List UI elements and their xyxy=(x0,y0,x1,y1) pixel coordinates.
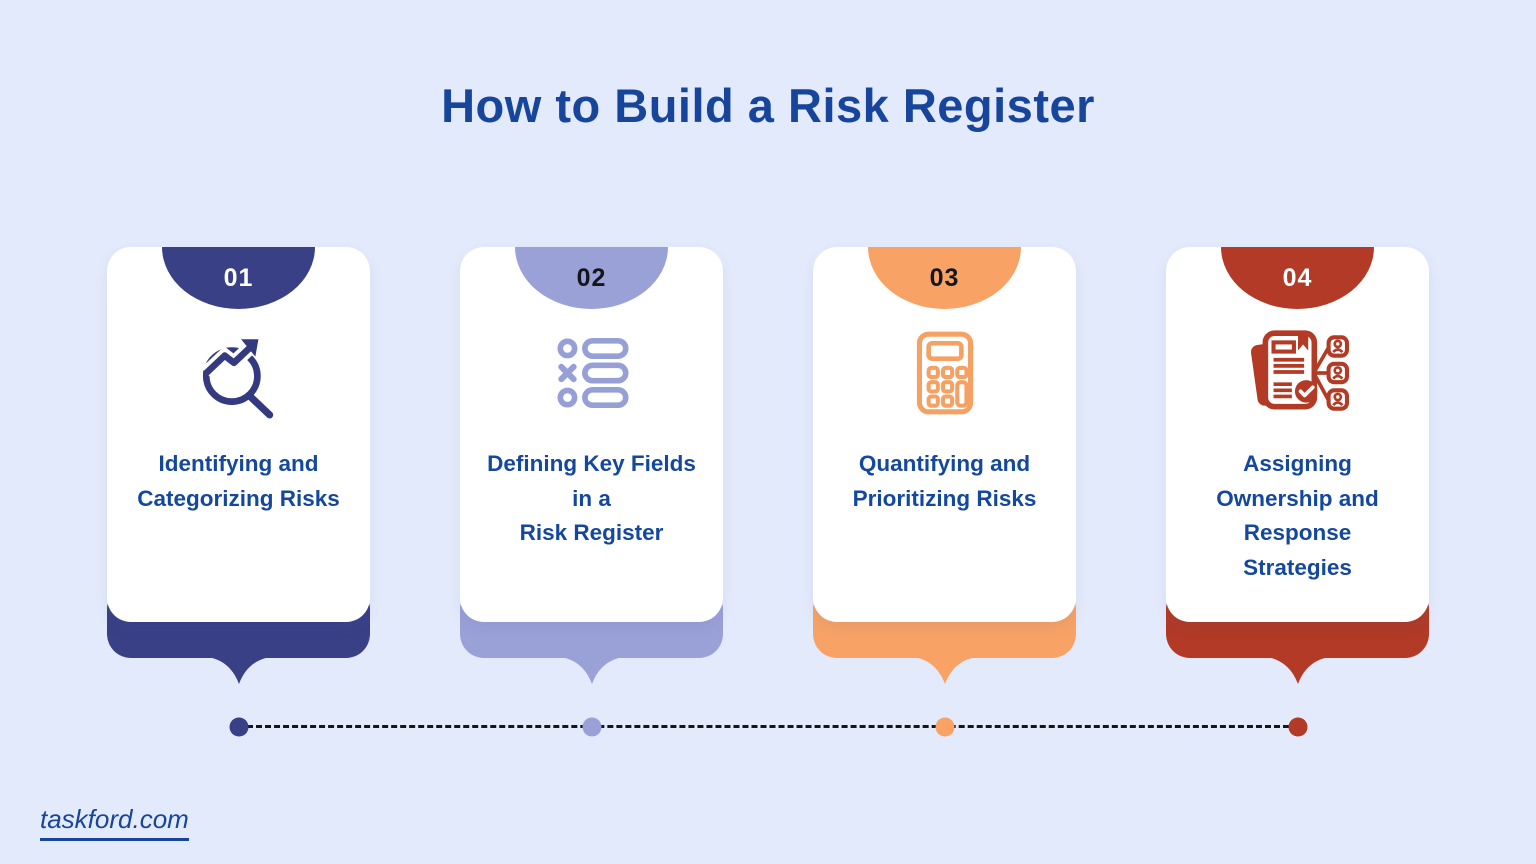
step-number-badge-2: 02 xyxy=(515,247,668,309)
card-pointer-tail-2 xyxy=(554,656,629,684)
step-card-body-1: 01 Identifying and Categorizing Risks xyxy=(107,247,370,622)
step-label-line: Quantifying and xyxy=(858,451,1031,476)
website-link[interactable]: taskford.com xyxy=(40,804,189,841)
card-pointer-tail-3 xyxy=(907,656,982,684)
step-label-line: in a xyxy=(572,485,611,511)
step-number-badge-4: 04 xyxy=(1221,247,1374,309)
step-label-line: Defining Key Fields xyxy=(487,451,696,476)
step-label-4: Assigning Ownership and Response Strateg… xyxy=(1216,447,1379,585)
step-label-line: Risk Register xyxy=(519,520,664,545)
step-label-line: Identifying and xyxy=(158,451,319,476)
timeline-dot-1 xyxy=(229,717,248,736)
step-label-line: Ownership and xyxy=(1216,485,1379,511)
step-card-4: 04 xyxy=(1166,247,1429,684)
step-card-3: 03 xyxy=(813,247,1076,684)
step-label-2: Defining Key Fields in a Risk Register xyxy=(487,447,696,551)
step-card-2: 02 Defining Key Fields in a xyxy=(460,247,723,684)
timeline-dot-3 xyxy=(935,717,954,736)
step-number-1: 01 xyxy=(223,263,254,292)
card-pointer-tail-4 xyxy=(1260,656,1335,684)
step-label-line: Response xyxy=(1243,520,1352,545)
page-title: How to Build a Risk Register xyxy=(441,79,1095,132)
step-card-body-3: 03 xyxy=(813,247,1076,622)
trend-analysis-magnifier-icon xyxy=(193,325,285,421)
step-label-line: Assigning xyxy=(1243,451,1352,476)
progress-timeline xyxy=(107,712,1429,742)
timeline-dashed-line xyxy=(238,725,1298,728)
calculator-icon xyxy=(899,325,991,421)
step-label-3: Quantifying and Prioritizing Risks xyxy=(853,447,1037,516)
step-label-line: Prioritizing Risks xyxy=(852,485,1037,511)
step-number-badge-3: 03 xyxy=(868,247,1021,309)
ownership-assignment-icon xyxy=(1247,325,1349,421)
step-number-4: 04 xyxy=(1282,263,1313,292)
steps-row: 01 Identifying and Categorizing Risks xyxy=(107,247,1429,684)
step-label-line: Categorizing Risks xyxy=(137,485,340,511)
timeline-dot-2 xyxy=(582,717,601,736)
fields-checklist-icon xyxy=(546,325,638,421)
step-number-3: 03 xyxy=(929,263,960,292)
step-card-body-2: 02 Defining Key Fields in a xyxy=(460,247,723,622)
step-card-1: 01 Identifying and Categorizing Risks xyxy=(107,247,370,684)
step-card-body-4: 04 xyxy=(1166,247,1429,622)
step-label-line: Strategies xyxy=(1243,554,1352,580)
step-number-badge-1: 01 xyxy=(162,247,315,309)
card-pointer-tail-1 xyxy=(201,656,276,684)
timeline-dot-4 xyxy=(1288,717,1307,736)
step-label-1: Identifying and Categorizing Risks xyxy=(137,447,340,516)
step-number-2: 02 xyxy=(576,263,607,292)
